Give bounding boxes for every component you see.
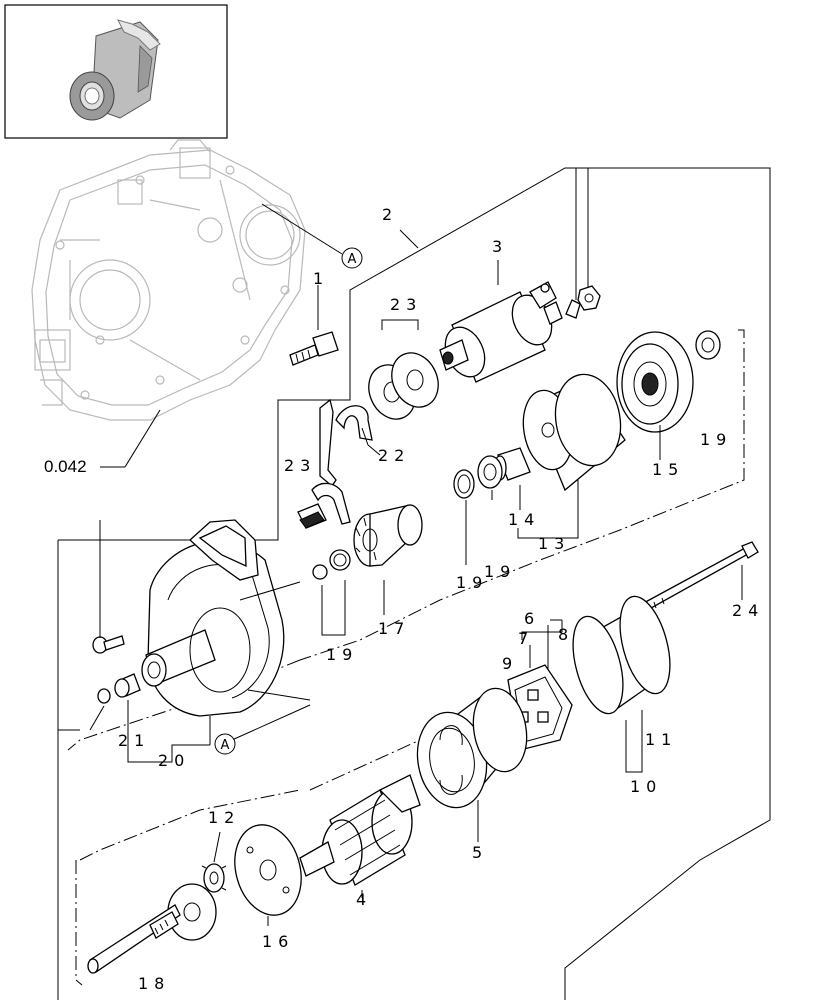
part-label: 24 bbox=[732, 601, 764, 620]
part-label: 10 bbox=[630, 777, 662, 796]
part-gear-case bbox=[453, 373, 626, 565]
part-label: 2 bbox=[382, 205, 398, 224]
part-labels: 1 2 3 4 5 6 7 8 9 10 11 12 13 14 15 16 1… bbox=[118, 205, 764, 993]
callout-a-label: A bbox=[348, 252, 357, 267]
part-label: 9 bbox=[502, 654, 518, 673]
part-label: 18 bbox=[138, 974, 170, 993]
part-lever bbox=[311, 398, 381, 525]
part-label: 23 bbox=[390, 295, 422, 314]
part-label: 21 bbox=[118, 731, 150, 750]
part-label: 4 bbox=[356, 890, 372, 909]
part-label: 23 bbox=[284, 456, 316, 475]
part-drive-housing bbox=[141, 519, 311, 745]
part-label: 6 bbox=[524, 609, 540, 628]
callout-a-bottom: A bbox=[214, 704, 311, 755]
part-label: 13 bbox=[538, 534, 570, 553]
part-label: 8 bbox=[558, 625, 574, 644]
callout-a-top: A bbox=[261, 203, 363, 269]
engine-thumbnail bbox=[4, 4, 228, 139]
part-pinion bbox=[312, 504, 423, 636]
part-end-cover bbox=[572, 595, 671, 773]
part-label: 20 bbox=[158, 751, 190, 770]
part-solenoid bbox=[439, 260, 563, 383]
part-plate bbox=[234, 824, 302, 926]
part-label: 17 bbox=[378, 619, 410, 638]
part-small-gear bbox=[201, 831, 227, 893]
part-screw bbox=[58, 520, 125, 731]
part-planetary bbox=[616, 330, 721, 460]
part-label: 19 bbox=[700, 430, 732, 449]
part-label: 19 bbox=[456, 573, 488, 592]
assembly-frame bbox=[57, 167, 771, 1000]
part-output-shaft bbox=[87, 883, 217, 974]
part-pad bbox=[297, 503, 327, 529]
part-armature bbox=[299, 774, 421, 898]
part-bush bbox=[89, 673, 210, 763]
flywheel-housing-outline bbox=[31, 139, 306, 421]
part-label: 15 bbox=[652, 460, 684, 479]
part-washers bbox=[368, 319, 439, 420]
part-label: 3 bbox=[492, 237, 508, 256]
part-label: 16 bbox=[262, 932, 294, 951]
part-label: 7 bbox=[518, 629, 534, 648]
part-bolt bbox=[289, 285, 339, 366]
part-label: 12 bbox=[208, 808, 240, 827]
part-field-coil bbox=[416, 687, 528, 842]
part-label: 5 bbox=[472, 843, 488, 862]
part-label: 19 bbox=[326, 645, 358, 664]
part-nut bbox=[565, 285, 601, 319]
part-label: 14 bbox=[508, 510, 540, 529]
part-label: 11 bbox=[645, 730, 677, 749]
callout-a-label: A bbox=[221, 738, 230, 753]
reference-label: 0.042 bbox=[44, 409, 161, 476]
part-label: 19 bbox=[484, 562, 516, 581]
reference-code: 0.042 bbox=[44, 457, 87, 476]
part-label: 1 bbox=[313, 269, 329, 288]
part-label: 22 bbox=[378, 446, 410, 465]
